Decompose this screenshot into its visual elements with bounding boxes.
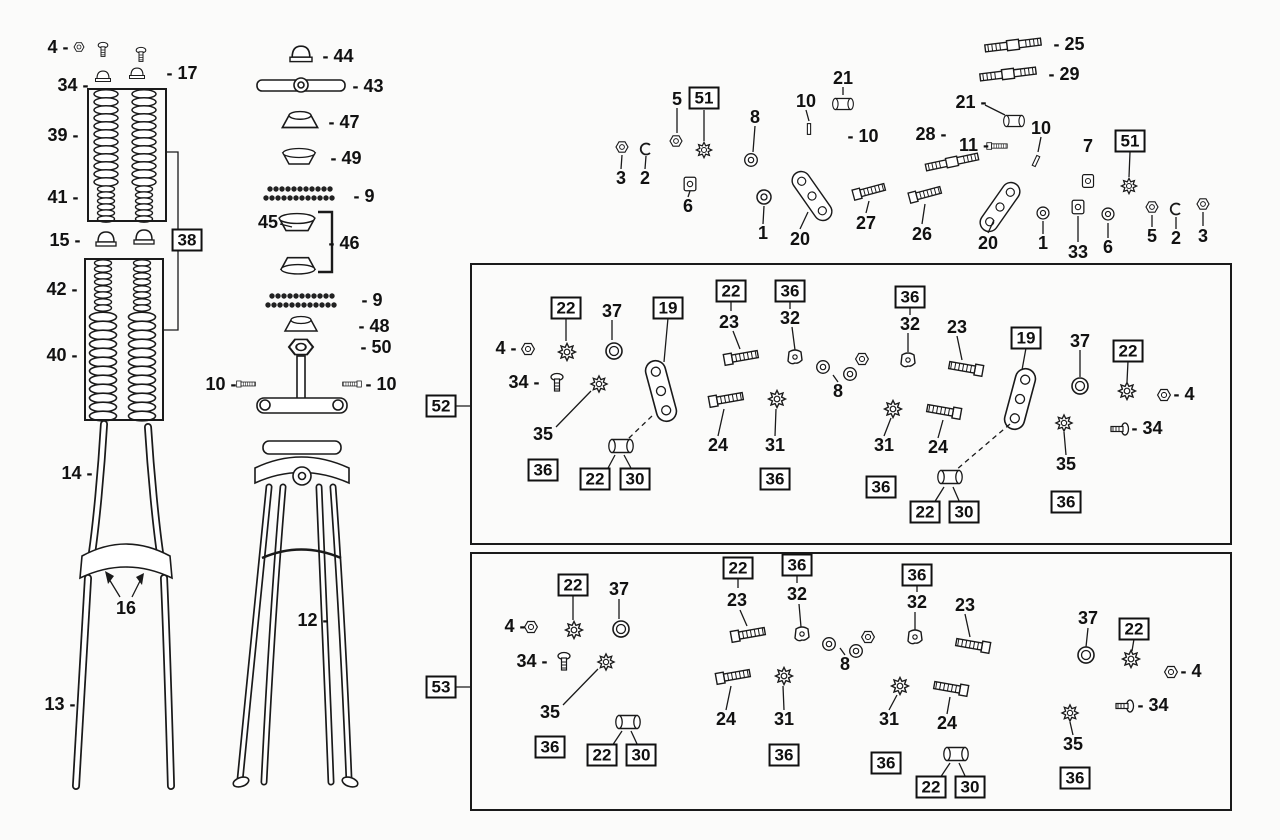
steering-stem-assembly	[236, 45, 362, 388]
assembly-52-parts	[456, 301, 1172, 504]
springer-fork-assembly	[232, 355, 359, 788]
top-linkage-assembly	[615, 35, 1210, 242]
left-fork-assembly	[72, 41, 179, 790]
assembly-53-parts	[456, 575, 1179, 779]
